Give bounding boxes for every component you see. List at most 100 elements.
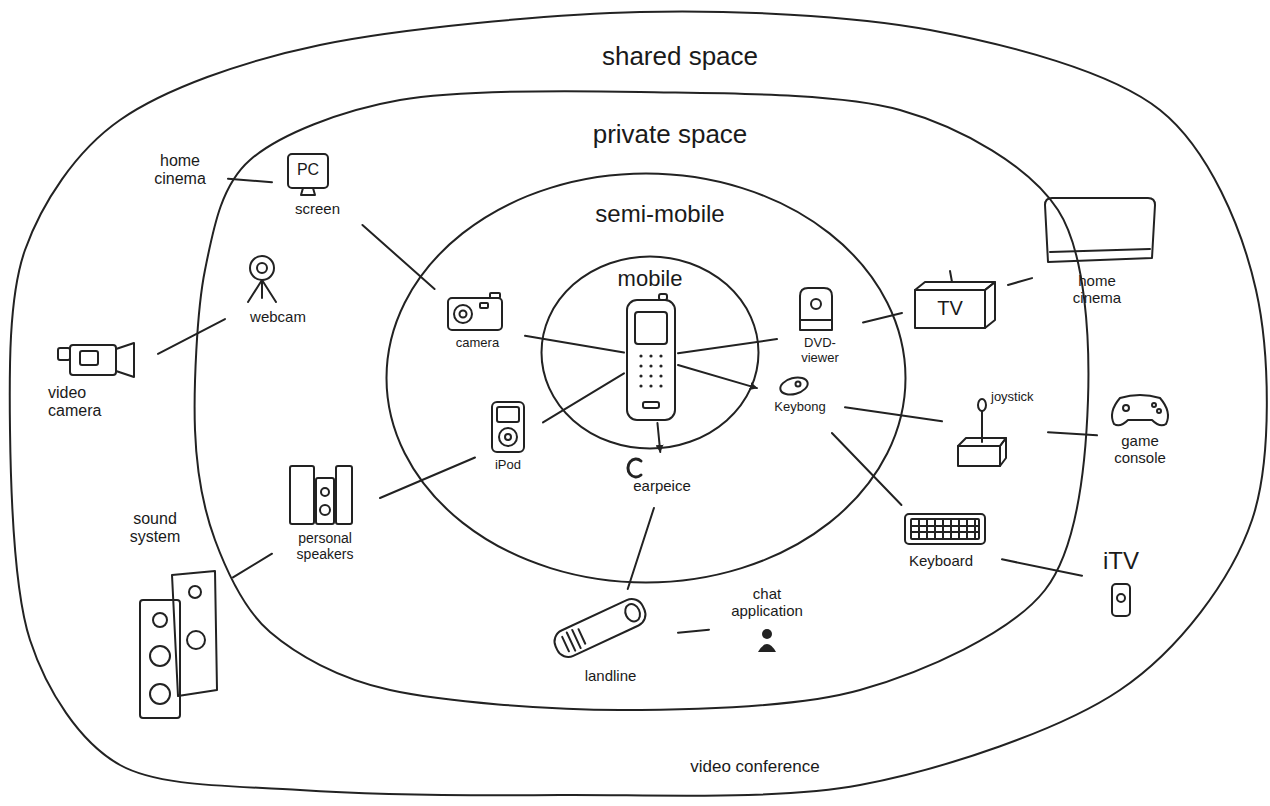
- text-slot: TV: [915, 297, 985, 320]
- home-cinema-screen-icon-part: [1045, 198, 1155, 262]
- camera-icon: [448, 293, 502, 330]
- connector-line: [362, 225, 434, 289]
- ipod-icon-part: [497, 407, 519, 422]
- mobile-phone-icon-part: [649, 374, 652, 377]
- connector-line: [1002, 559, 1082, 575]
- dvd-viewer-icon: [800, 288, 832, 330]
- region-outline: [195, 91, 1089, 710]
- camera-icon-part: [460, 311, 467, 318]
- text-slot: DVD-viewer: [794, 336, 846, 366]
- text-slot: iTV: [1085, 547, 1157, 575]
- device-label: landline: [548, 667, 673, 684]
- device-label: Keyboard: [885, 552, 997, 569]
- landline-handset-icon: [551, 595, 650, 661]
- game-console-icon-part: [1123, 405, 1129, 411]
- sound-system-icon-part: [189, 586, 201, 598]
- sound-system-icon: [140, 571, 217, 718]
- keyboard-icon-part: [905, 514, 985, 544]
- mobile-phone-icon-part: [627, 300, 675, 420]
- webcam-device: webcam: [228, 252, 330, 330]
- device-label: home cinema: [140, 152, 220, 189]
- camera-icon-part: [448, 298, 502, 330]
- earpiece-icon-part: [628, 459, 641, 477]
- video-camera-icon-part: [70, 345, 116, 375]
- camera-icon-part: [490, 293, 500, 298]
- landline-handset-icon-part: [561, 627, 586, 653]
- joystick-icon-part: [958, 446, 1000, 466]
- joystick-icon-part: [1000, 438, 1006, 466]
- connector-line: [233, 554, 272, 578]
- text-slot: game console: [1105, 432, 1175, 467]
- mobile-region: mobile: [540, 255, 760, 450]
- region-label: mobile: [600, 266, 700, 291]
- sound-system-icon-part: [150, 684, 170, 704]
- sound-system-icon-part: [153, 613, 167, 627]
- personal-speakers-icon-part: [321, 488, 329, 496]
- pc-monitor-icon-part: [288, 154, 328, 188]
- ipod-icon-part: [492, 402, 524, 452]
- ipod-icon-part: [505, 434, 511, 440]
- landline-handset-icon-part: [622, 602, 642, 624]
- semi-mobile-region-outline: [385, 172, 907, 584]
- text-slot: joystick: [991, 390, 1043, 405]
- game-console-icon: [1112, 395, 1168, 425]
- region-label: semi-mobile: [570, 200, 750, 228]
- itv-remote-icon: [1112, 584, 1130, 616]
- device-label: earpeice: [612, 477, 712, 494]
- webcam-icon-part: [248, 280, 276, 302]
- video-camera-icon-part: [58, 348, 70, 360]
- landline-device: landline: [548, 592, 675, 686]
- text-slot: camera: [435, 336, 520, 351]
- region-label: shared space: [560, 42, 800, 72]
- video-camera-icon-part: [80, 351, 98, 365]
- dvd-viewer-device: DVD-viewer: [780, 283, 860, 383]
- landline-handset-icon-part: [551, 595, 650, 661]
- mobile-phone-icon-part: [635, 312, 667, 344]
- keyboard-device: Keyboard: [885, 508, 999, 586]
- itv-remote-icon-part: [1117, 594, 1125, 602]
- chat-person-icon-part: [762, 629, 772, 639]
- private-space-region-outline: [188, 86, 1094, 714]
- text-slot: home cinema: [1057, 272, 1137, 307]
- keyboard-icon-part: [919, 519, 975, 539]
- personal-speakers-icon: [290, 466, 352, 524]
- keyboard-icon: [905, 514, 985, 544]
- text-slot: webcam: [228, 308, 328, 325]
- personal-speakers-icon-part: [320, 505, 330, 515]
- dvd-viewer-icon-part: [811, 299, 821, 309]
- home-cinema-device: home cinema: [1035, 192, 1160, 327]
- shared-space-region: shared space private space semi-mobile mobi…: [4, 6, 1266, 800]
- connector-line: [845, 407, 942, 421]
- connector-line: [678, 339, 777, 353]
- pc-monitor-icon: [288, 154, 328, 195]
- text-slot: chat application: [722, 585, 812, 620]
- itv-device: iTV: [1085, 545, 1159, 623]
- personal-speakers-icon-part: [290, 466, 314, 524]
- joystick-icon-part: [981, 411, 983, 442]
- semi-mobile-region: semi-mobilemobilecameraDVD-vieweriPodKey…: [385, 172, 907, 584]
- text-slot: screen: [275, 200, 360, 217]
- text-slot: private space: [560, 120, 780, 150]
- personal-speakers-icon-part: [316, 478, 334, 524]
- region-outline: [10, 12, 1267, 796]
- device-label: joystick: [991, 390, 1043, 405]
- mobile-phone-icon-part: [659, 374, 662, 377]
- dvd-viewer-icon-part: [800, 288, 832, 330]
- sound-system-icon-part: [140, 600, 180, 718]
- mobile-phone-icon-part: [649, 384, 652, 387]
- device-label: sound system: [110, 510, 200, 547]
- region-outline: [387, 174, 906, 583]
- device-label: camera: [435, 336, 520, 351]
- tv-icon: [915, 271, 995, 328]
- camera-icon-part: [480, 303, 488, 308]
- joystick-device: joystick: [945, 388, 1045, 470]
- sound-system-icon-part: [150, 646, 170, 666]
- sound-system-icon-part: [172, 571, 217, 696]
- sound-system-icon-part: [187, 631, 205, 649]
- device-label: chat application: [722, 585, 812, 620]
- sound-system-device: sound system: [110, 508, 230, 723]
- text-slot: PC: [288, 161, 328, 179]
- connector-line: [678, 365, 757, 388]
- keybong-icon-part: [796, 382, 801, 387]
